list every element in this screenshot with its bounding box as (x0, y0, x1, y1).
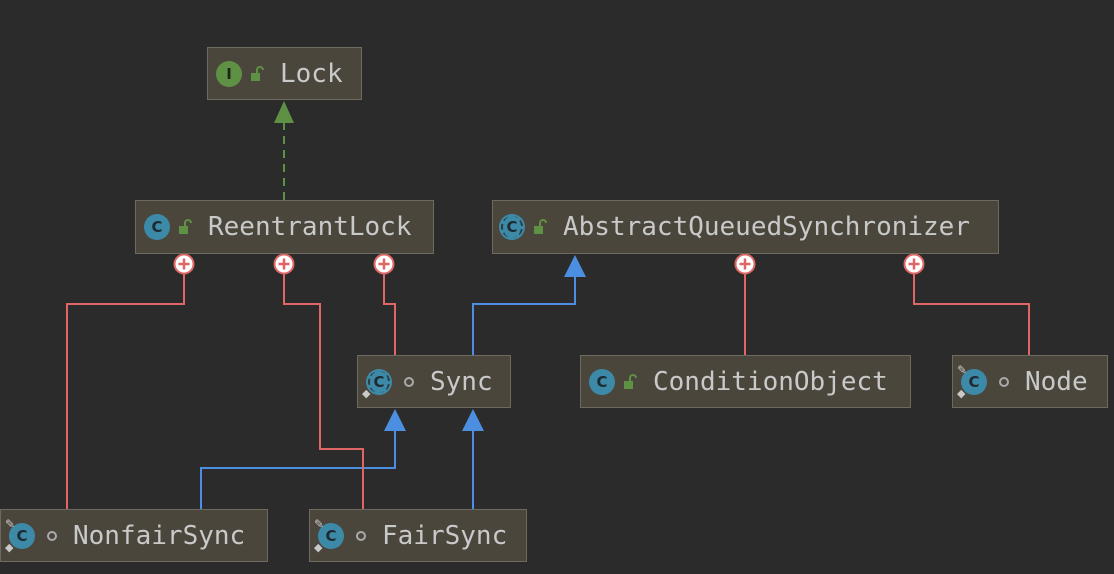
class-c-icon: C (589, 368, 615, 395)
abstract-class-c-icon: C (499, 214, 525, 240)
static-diamond-icon: ◆ (362, 386, 371, 400)
edge-inner-reentrantlock-sync (373, 253, 396, 355)
badge-letter: C (373, 372, 385, 391)
node-conditionobject[interactable]: C ConditionObject (580, 355, 911, 408)
edge-extends-nonfairsync-sync (200, 409, 406, 509)
static-diamond-icon: ◆ (314, 540, 323, 554)
unlocked-padlock-icon (251, 65, 264, 81)
edge-inner-aqs-conditionobject (734, 253, 756, 355)
node-label-sync: Sync (430, 366, 493, 397)
package-dot-icon (47, 530, 57, 541)
node-label-node: Node (1025, 366, 1088, 397)
badge-letter: C (16, 526, 28, 545)
edge-inner-aqs-node (903, 253, 1030, 355)
unlocked-padlock-icon (534, 219, 547, 234)
edge-implements-reentrantlock-lock (274, 101, 294, 200)
node-abstractqueuedsynchronizer[interactable]: C AbstractQueuedSynchronizer (492, 200, 999, 254)
interface-i-icon: I (216, 60, 242, 87)
final-pin-icon: ✎ (5, 516, 16, 531)
node-label-reentrantlock: ReentrantLock (208, 212, 412, 242)
node-label-fairsync: FairSync (382, 520, 508, 551)
node-label-abstractqueuedsynchronizer: AbstractQueuedSynchronizer (563, 212, 970, 242)
node-label-nonfairsync: NonfairSync (73, 520, 246, 551)
unlocked-padlock-icon (179, 219, 192, 234)
edge-extends-sync-aqs (472, 255, 586, 355)
node-reentrantlock[interactable]: C ReentrantLock (135, 200, 434, 254)
node-lock[interactable]: I Lock (207, 47, 362, 100)
node-sync[interactable]: C ◆ Sync (357, 355, 511, 408)
node-label-lock: Lock (280, 58, 343, 89)
edge-inner-reentrantlock-fairsync (273, 253, 364, 509)
static-final-class-c-icon: C ✎ ◆ (957, 363, 987, 400)
package-dot-icon (356, 530, 366, 541)
package-dot-icon (999, 376, 1009, 387)
unlocked-padlock-icon (624, 373, 637, 389)
edge-inner-reentrantlock-nonfairsync (66, 253, 195, 509)
node-label-conditionobject: ConditionObject (653, 366, 888, 397)
final-pin-icon: ✎ (957, 362, 968, 377)
edge-extends-fairsync-sync (462, 409, 484, 509)
static-diamond-icon: ◆ (957, 386, 966, 400)
package-dot-icon (404, 376, 414, 387)
class-c-icon: C (144, 214, 170, 240)
badge-letter: C (325, 526, 337, 545)
node-nonfairsync[interactable]: C ✎ ◆ NonfairSync (0, 509, 268, 562)
static-diamond-icon: ◆ (5, 540, 14, 554)
badge-letter: C (968, 372, 980, 391)
static-final-class-c-icon: C ✎ ◆ (5, 517, 35, 554)
node-fairsync[interactable]: C ✎ ◆ FairSync (309, 509, 527, 562)
abstract-static-class-c-icon: C ◆ (362, 368, 392, 400)
final-pin-icon: ✎ (314, 516, 325, 531)
static-final-class-c-icon: C ✎ ◆ (314, 517, 344, 554)
node-node[interactable]: C ✎ ◆ Node (952, 355, 1108, 408)
